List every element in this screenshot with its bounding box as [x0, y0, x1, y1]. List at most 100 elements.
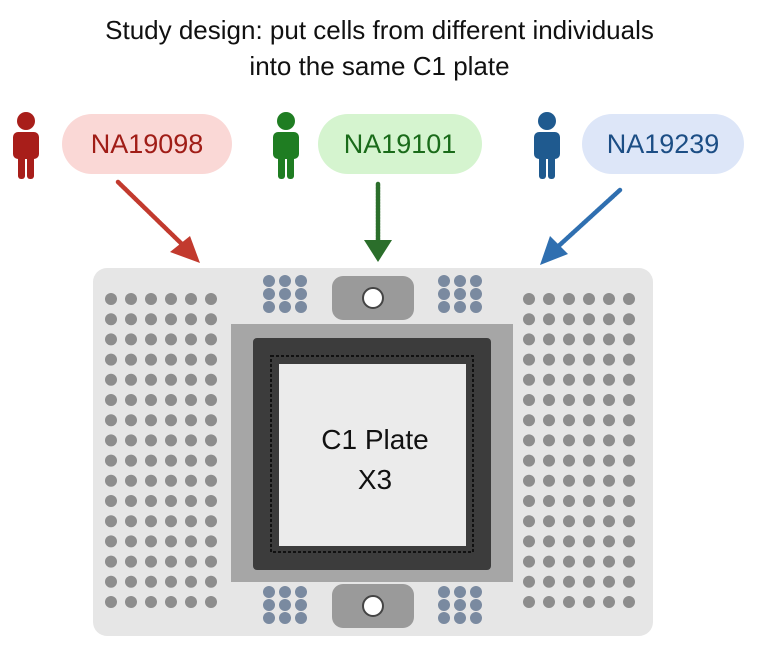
plate-well — [105, 414, 117, 427]
plate-well — [438, 301, 450, 313]
well-grid-small — [263, 275, 482, 624]
plate-well — [185, 394, 197, 406]
plate-well — [165, 353, 177, 366]
plate-well — [470, 612, 482, 624]
plate-well — [125, 313, 137, 326]
plate-well — [279, 275, 291, 287]
plate-well — [438, 612, 450, 624]
plate-well — [563, 474, 575, 487]
plate-port-icon-top — [332, 276, 414, 320]
plate-well — [205, 495, 217, 507]
plate-well — [523, 495, 535, 507]
plate-well — [165, 596, 177, 608]
plate-well — [543, 373, 555, 386]
plate-well — [543, 333, 555, 346]
plate-well — [583, 454, 595, 467]
plate-well — [563, 434, 575, 447]
plate-well — [603, 414, 615, 427]
plate-well — [125, 373, 137, 386]
plate-well — [263, 301, 275, 313]
plate-well — [523, 596, 535, 608]
plate-well — [563, 333, 575, 346]
plate-well — [205, 293, 217, 305]
plate-well — [165, 535, 177, 548]
title-line-1: Study design: put cells from different i… — [105, 15, 654, 45]
plate-well — [583, 555, 595, 568]
plate-well — [563, 313, 575, 326]
person-icon-na19098 — [13, 112, 39, 179]
plate-well — [623, 474, 635, 487]
plate-well — [563, 454, 575, 467]
plate-well — [105, 555, 117, 568]
plate-well — [105, 394, 117, 406]
plate-well — [165, 575, 177, 588]
plate-well — [105, 515, 117, 528]
plate-well — [470, 301, 482, 313]
plate-well — [295, 599, 307, 611]
plate-well — [165, 555, 177, 568]
plate-well — [523, 293, 535, 305]
well-grid-right — [523, 293, 635, 608]
plate-well — [125, 575, 137, 588]
plate-well — [105, 434, 117, 447]
plate-well — [583, 353, 595, 366]
plate-well — [125, 414, 137, 427]
plate-well — [125, 555, 137, 568]
plate-well — [125, 596, 137, 608]
plate-well — [583, 535, 595, 548]
plate-well — [623, 575, 635, 588]
plate-well — [563, 495, 575, 507]
plate-well — [523, 535, 535, 548]
plate-well — [438, 288, 450, 300]
plate-well — [165, 373, 177, 386]
plate-well — [543, 575, 555, 588]
plate-well — [205, 474, 217, 487]
plate-well — [105, 454, 117, 467]
plate-well — [105, 313, 117, 326]
plate-well — [279, 599, 291, 611]
plate-well — [295, 586, 307, 598]
plate-well — [543, 434, 555, 447]
plate-well — [583, 596, 595, 608]
plate-well — [205, 313, 217, 326]
plate-well — [583, 474, 595, 487]
plate-well — [205, 434, 217, 447]
plate-well — [145, 596, 157, 608]
plate-well — [263, 599, 275, 611]
plate-capture-area — [279, 364, 466, 546]
plate-well — [543, 313, 555, 326]
plate-well — [623, 293, 635, 305]
plate-well — [125, 353, 137, 366]
plate-well — [454, 275, 466, 287]
plate-well — [145, 434, 157, 447]
plate-well — [523, 434, 535, 447]
plate-well — [583, 373, 595, 386]
plate-well — [105, 373, 117, 386]
plate-well — [454, 612, 466, 624]
plate-well — [125, 293, 137, 305]
plate-well — [543, 515, 555, 528]
plate-well — [145, 313, 157, 326]
plate-well — [165, 474, 177, 487]
plate-well — [583, 394, 595, 406]
plate-well — [185, 454, 197, 467]
plate-well — [185, 596, 197, 608]
plate-well — [185, 535, 197, 548]
arrow-icon-na19101 — [364, 181, 392, 262]
person-icon-na19101 — [273, 112, 299, 179]
plate-well — [563, 394, 575, 406]
plate-well — [523, 333, 535, 346]
plate-well — [205, 555, 217, 568]
plate-well — [623, 414, 635, 427]
plate-well — [543, 394, 555, 406]
plate-well — [623, 495, 635, 507]
plate-well — [145, 575, 157, 588]
plate-well — [603, 515, 615, 528]
individual-label-na19239: NA19239 — [582, 114, 744, 174]
plate-well — [470, 288, 482, 300]
plate-well — [470, 586, 482, 598]
plate-well — [205, 353, 217, 366]
plate-well — [623, 313, 635, 326]
plate-well — [623, 515, 635, 528]
plate-well — [165, 515, 177, 528]
